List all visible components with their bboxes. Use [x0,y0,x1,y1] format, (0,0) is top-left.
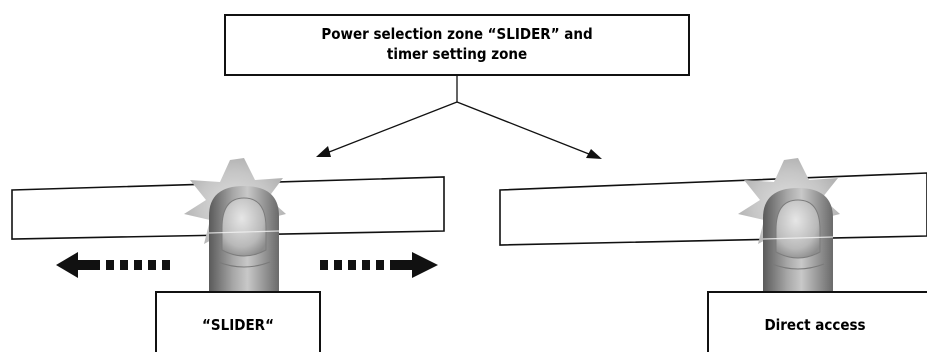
title-line-1: Power selection zone “SLIDER” and [321,25,592,43]
direct-access-label-frame [707,291,927,352]
dashed-arrow-right-icon [320,252,438,278]
timer-zone-strip [499,172,927,246]
direct-access-label-box: Direct access [707,291,927,352]
slider-label-frame [155,291,321,352]
direct-access-panel: Direct access [499,158,927,352]
slider-label: “SLIDER“ [202,316,274,334]
slider-label-box: “SLIDER“ [155,291,321,352]
connector-left-arrowhead [316,146,331,157]
dashed-arrow-left-icon [56,252,170,278]
title-box-frame [224,14,690,76]
direct-access-label: Direct access [764,316,865,334]
connector-left-line [323,101,458,155]
connector-arrows [316,75,602,159]
slider-panel: “SLIDER“ [11,158,445,352]
finger-nail-right [775,199,821,259]
connector-right-line [456,101,595,157]
title-box: Power selection zone “SLIDER” and timer … [224,14,690,76]
connector-right-arrowhead [586,149,602,159]
finger-nail [221,197,267,257]
title-line-2: timer setting zone [387,45,527,63]
